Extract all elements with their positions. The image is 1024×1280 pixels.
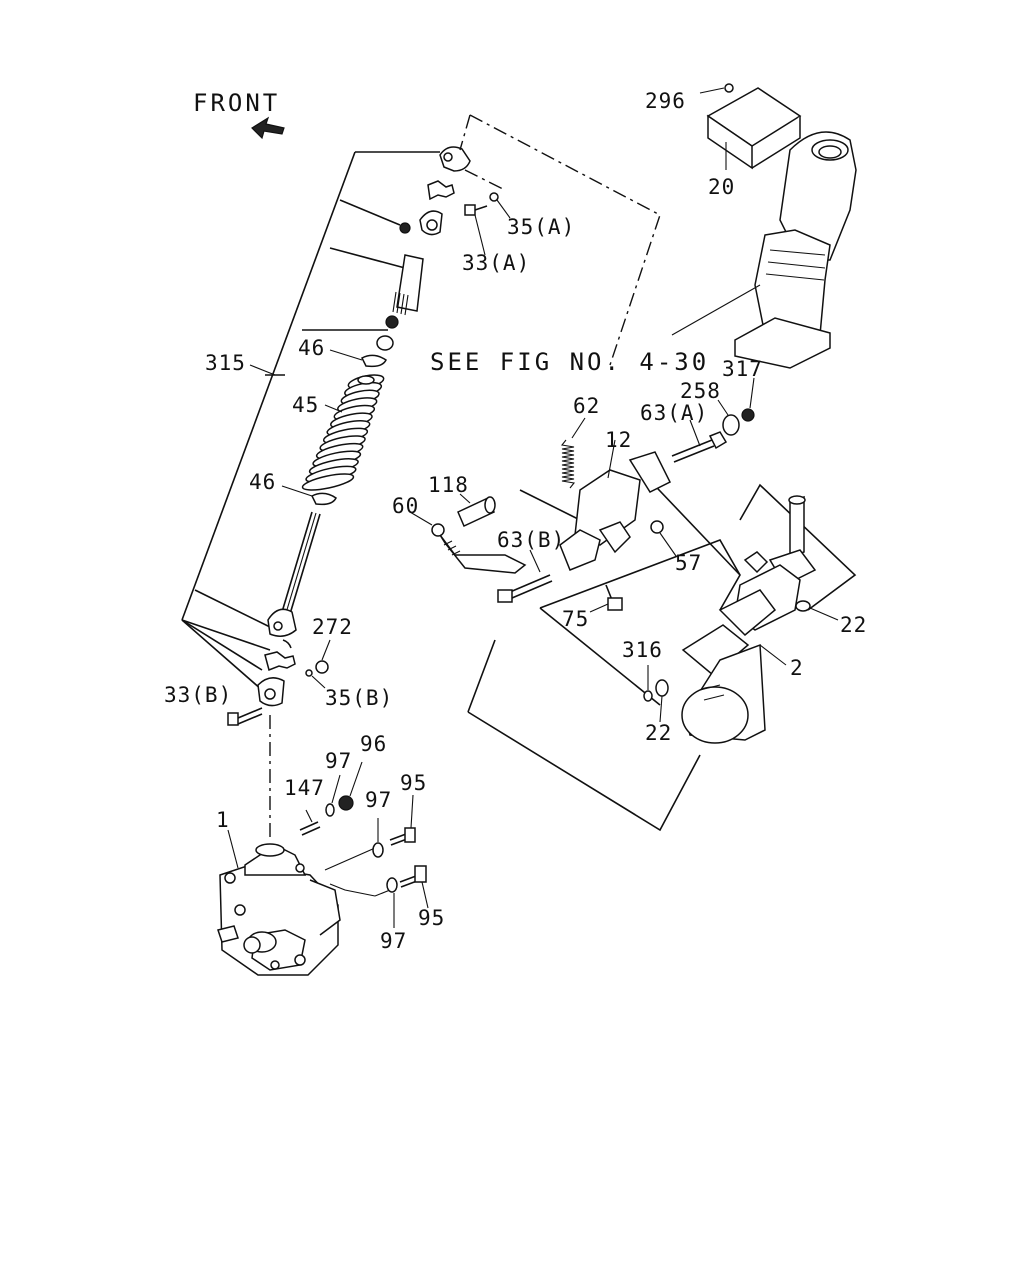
clamp-46-bottom (281, 485, 337, 506)
bolt-95-a (389, 794, 416, 846)
front-label: FRONT (193, 89, 280, 117)
callout-97-c: 97 (380, 929, 407, 953)
bolt-33a (464, 204, 488, 256)
front-arrow-icon (251, 116, 285, 140)
callout-2: 2 (790, 656, 804, 680)
washer-35a (489, 192, 511, 219)
washer-97-c (386, 877, 398, 928)
callout-12: 12 (605, 428, 632, 452)
callout-75: 75 (562, 607, 589, 631)
pin-118 (457, 493, 496, 528)
callout-33a: 33(A) (462, 251, 530, 275)
upper-universal-joint (376, 146, 471, 351)
gearbox-1 (217, 843, 391, 976)
callout-62: 62 (573, 394, 600, 418)
lower-universal-joint (257, 639, 296, 707)
nut-317 (741, 377, 755, 422)
nut-22-right (795, 600, 839, 621)
callout-118: 118 (428, 473, 469, 497)
washer-35b (305, 669, 326, 689)
column-shaft-bracket (181, 151, 440, 691)
nut-57 (650, 520, 677, 557)
callout-35a: 35(A) (507, 215, 575, 239)
washer-97-a (325, 774, 341, 817)
bolt-63a (671, 419, 728, 463)
callout-63a: 63(A) (640, 401, 708, 425)
shift-lever-boot-20 (671, 83, 857, 369)
nut-272 (315, 639, 331, 674)
callout-46-top: 46 (298, 336, 325, 360)
callout-147: 147 (284, 776, 325, 800)
callout-315: 315 (205, 351, 246, 375)
callout-22-bottom: 22 (645, 721, 672, 745)
callout-95-a: 95 (400, 771, 427, 795)
bolt-63b (497, 549, 553, 603)
clamp-46-top (329, 349, 387, 368)
stud-147 (299, 809, 321, 836)
washer-97-b (372, 818, 384, 858)
callout-272: 272 (312, 615, 353, 639)
bolt-75 (589, 584, 623, 613)
callout-57: 57 (675, 551, 702, 575)
callout-60: 60 (392, 494, 419, 518)
callout-97-a: 97 (325, 749, 352, 773)
callout-96: 96 (360, 732, 387, 756)
nut-22-bottom (655, 679, 669, 723)
column-housing-2 (681, 495, 817, 744)
callout-45: 45 (292, 393, 319, 417)
callout-22-right: 22 (840, 613, 867, 637)
washer-316 (643, 665, 653, 702)
callout-317: 317 (722, 357, 763, 381)
callout-296: 296 (645, 89, 686, 113)
see-fig-label: SEE FIG NO. 4-30 (430, 348, 709, 376)
callout-97-b: 97 (365, 788, 392, 812)
washer-258 (717, 399, 740, 436)
bolt-95-b (399, 865, 429, 909)
lever-60 (409, 511, 527, 574)
callout-316: 316 (622, 638, 663, 662)
bellows-boot-45 (301, 374, 385, 491)
callout-1: 1 (216, 808, 230, 832)
callout-20: 20 (708, 175, 735, 199)
callout-33b: 33(B) (164, 683, 232, 707)
reference-dash-lines (269, 114, 661, 840)
spring-62 (560, 439, 576, 489)
bracket-12 (559, 439, 672, 571)
callout-35b: 35(B) (325, 686, 393, 710)
callout-46-bottom: 46 (249, 470, 276, 494)
nut-96 (338, 761, 363, 811)
callout-258: 258 (680, 379, 721, 403)
callout-63b: 63(B) (497, 528, 565, 552)
lower-shaft (267, 511, 321, 637)
callout-95-b: 95 (418, 906, 445, 930)
bolt-33b (227, 707, 263, 726)
